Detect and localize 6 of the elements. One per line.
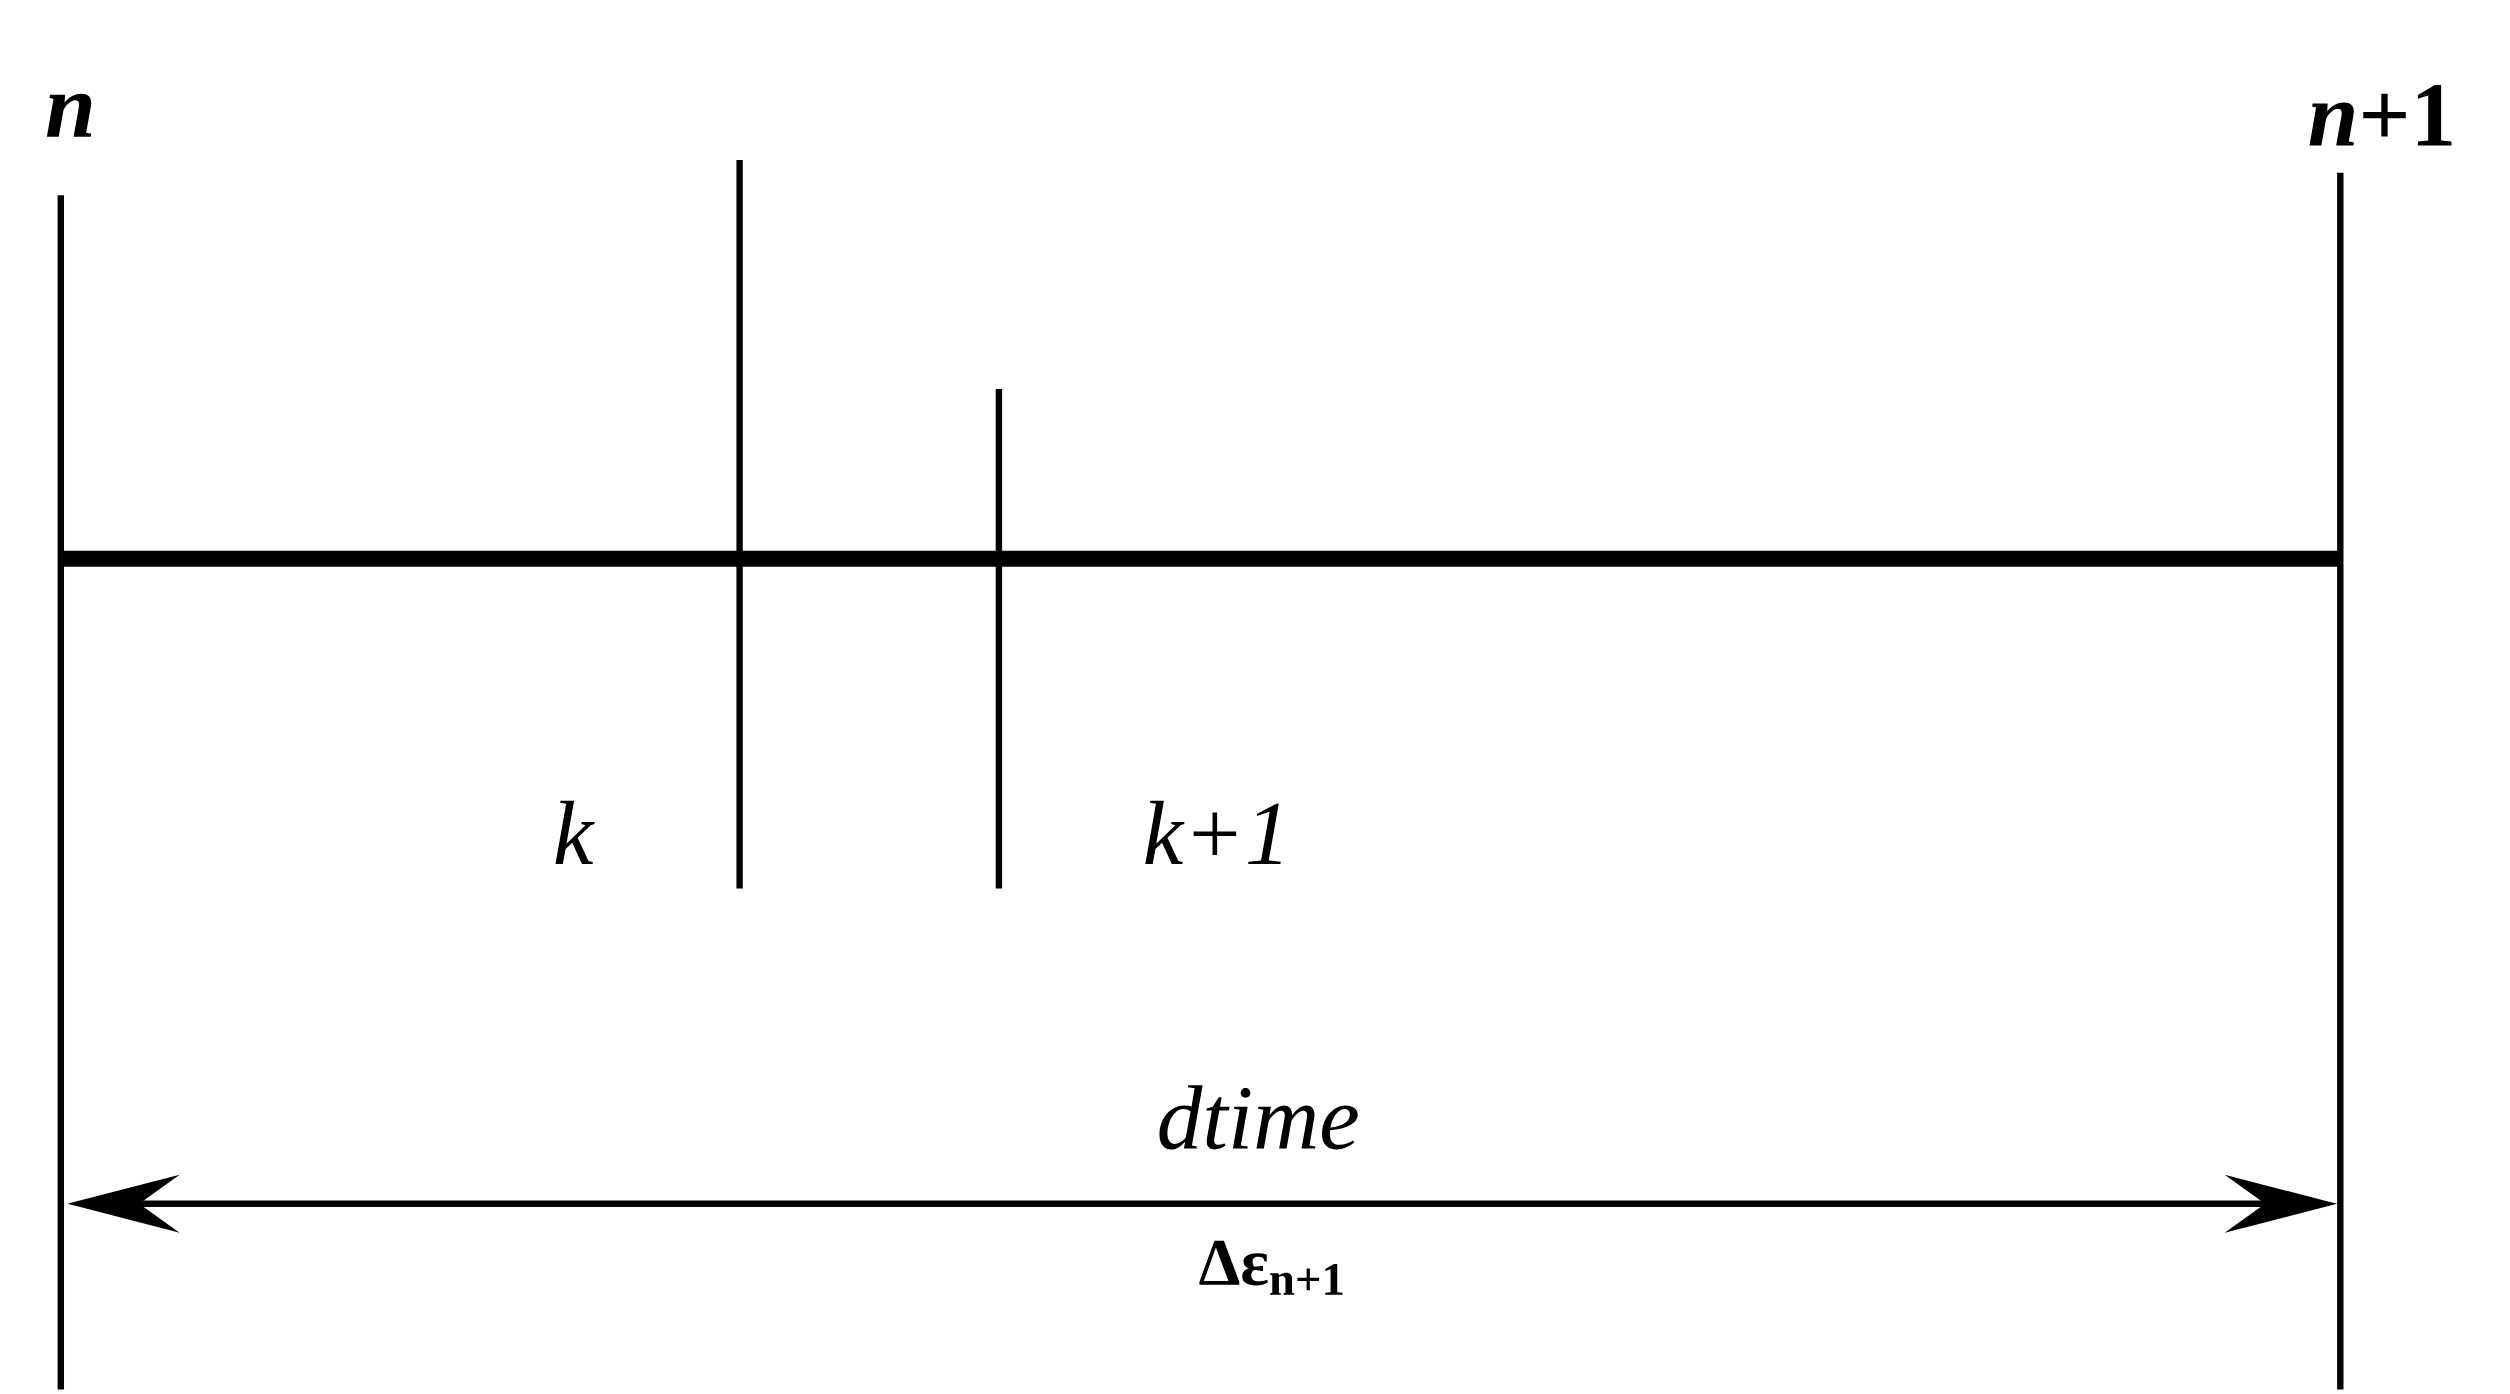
step-label: k [555,800,595,864]
time-label: n+1 [2309,84,2452,146]
dimension-label: dtime [1159,1085,1358,1150]
step-label: k+1 [1145,800,1281,864]
dimension-label: Δε$_{n+1}$ [1199,1240,1343,1295]
time-label: n [46,93,92,137]
